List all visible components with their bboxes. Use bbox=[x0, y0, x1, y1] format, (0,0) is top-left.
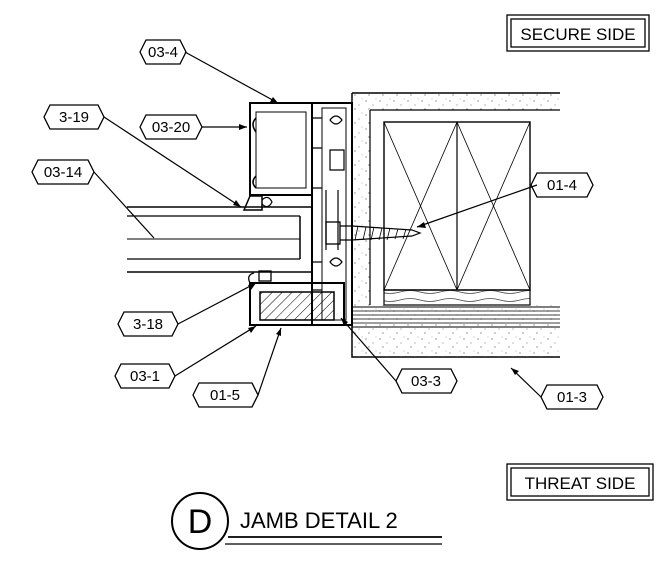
detail-letter: D bbox=[188, 503, 213, 541]
threat-side-box: THREAT SIDE bbox=[506, 463, 654, 501]
wall-assembly bbox=[351, 92, 560, 358]
detail-title-text: JAMB DETAIL 2 bbox=[240, 508, 398, 533]
callout-03-20-label: 03-20 bbox=[152, 119, 190, 136]
secure-side-box: SECURE SIDE bbox=[506, 14, 650, 52]
glazing-panel bbox=[127, 206, 312, 273]
callout-01-4-label: 01-4 bbox=[547, 177, 577, 194]
callout-01-3: 01-3 bbox=[540, 384, 604, 410]
callout-03-4: 03-4 bbox=[139, 39, 187, 65]
callout-03-20: 03-20 bbox=[139, 114, 203, 140]
callout-03-1-label: 03-1 bbox=[130, 368, 160, 385]
wood-blocking bbox=[383, 289, 531, 306]
callout-01-5: 01-5 bbox=[192, 382, 259, 408]
callout-01-5-label: 01-5 bbox=[210, 387, 240, 404]
callout-03-14: 03-14 bbox=[31, 159, 95, 185]
callout-03-3-label: 03-3 bbox=[411, 373, 441, 390]
callout-03-1: 03-1 bbox=[114, 363, 176, 389]
detail-title: D JAMB DETAIL 2 bbox=[171, 492, 442, 550]
callout-03-4-label: 03-4 bbox=[148, 44, 178, 61]
callout-01-3-label: 01-3 bbox=[557, 389, 587, 406]
jamb-frame bbox=[242, 102, 353, 326]
secure-side-label: SECURE SIDE bbox=[520, 25, 635, 44]
callout-3-18: 3-18 bbox=[117, 311, 179, 337]
callout-01-4: 01-4 bbox=[530, 172, 594, 198]
threat-side-label: THREAT SIDE bbox=[525, 474, 636, 493]
leader-lines bbox=[93, 51, 542, 398]
callout-03-14-label: 03-14 bbox=[44, 164, 82, 181]
callout-3-18-label: 3-18 bbox=[133, 316, 163, 333]
wall-finish bbox=[352, 93, 560, 357]
callout-3-19-label: 3-19 bbox=[59, 109, 89, 126]
callout-03-3: 03-3 bbox=[395, 368, 458, 394]
callout-3-19: 3-19 bbox=[43, 104, 105, 130]
anchor-screw bbox=[325, 221, 422, 245]
